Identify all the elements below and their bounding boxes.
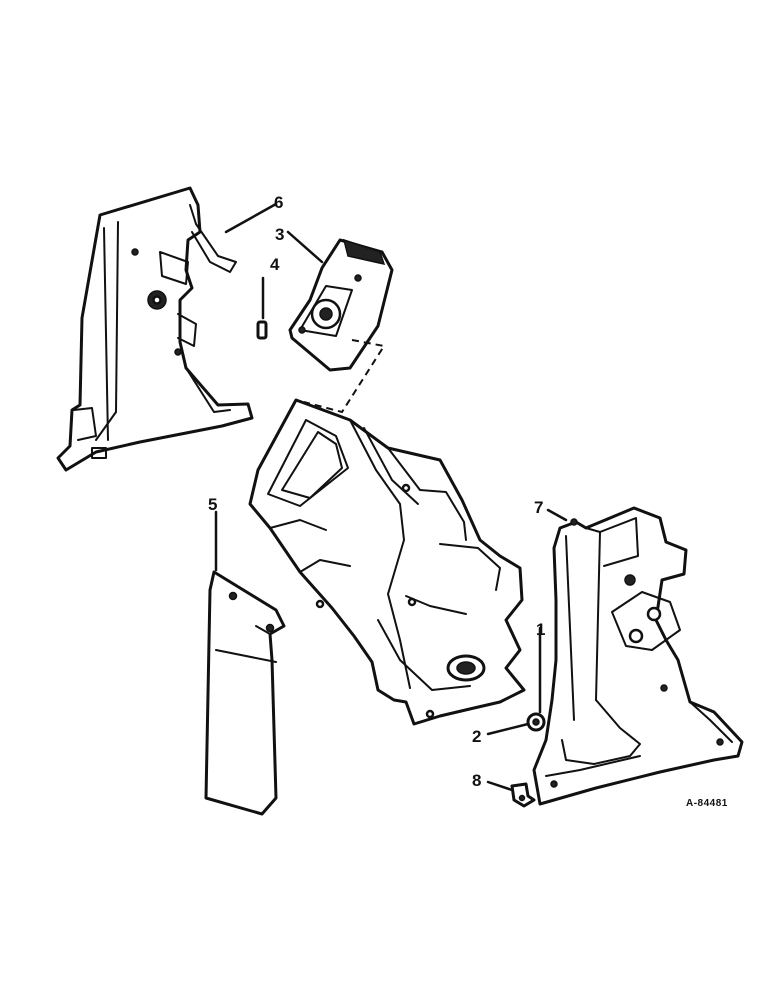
callout-6: 6	[274, 193, 283, 212]
callout-5: 5	[208, 495, 217, 514]
dowel-pin	[256, 320, 268, 340]
shield-plate	[204, 570, 286, 816]
callout-8: 8	[472, 771, 481, 790]
bolt-washer	[526, 712, 546, 732]
callout-1: 1	[536, 620, 545, 639]
alignment-line	[303, 339, 386, 414]
callout-4: 4	[270, 255, 280, 274]
callout-3: 3	[275, 225, 284, 244]
clip-bracket	[510, 782, 536, 808]
leader-lines	[214, 202, 568, 792]
callout-2: 2	[472, 727, 481, 746]
reference-code: A-84481	[686, 798, 728, 809]
gear-cover-plate	[288, 238, 394, 372]
callout-7: 7	[534, 498, 543, 517]
right-side-panel	[532, 506, 744, 806]
center-housing	[248, 398, 526, 726]
left-side-panel	[56, 186, 254, 472]
